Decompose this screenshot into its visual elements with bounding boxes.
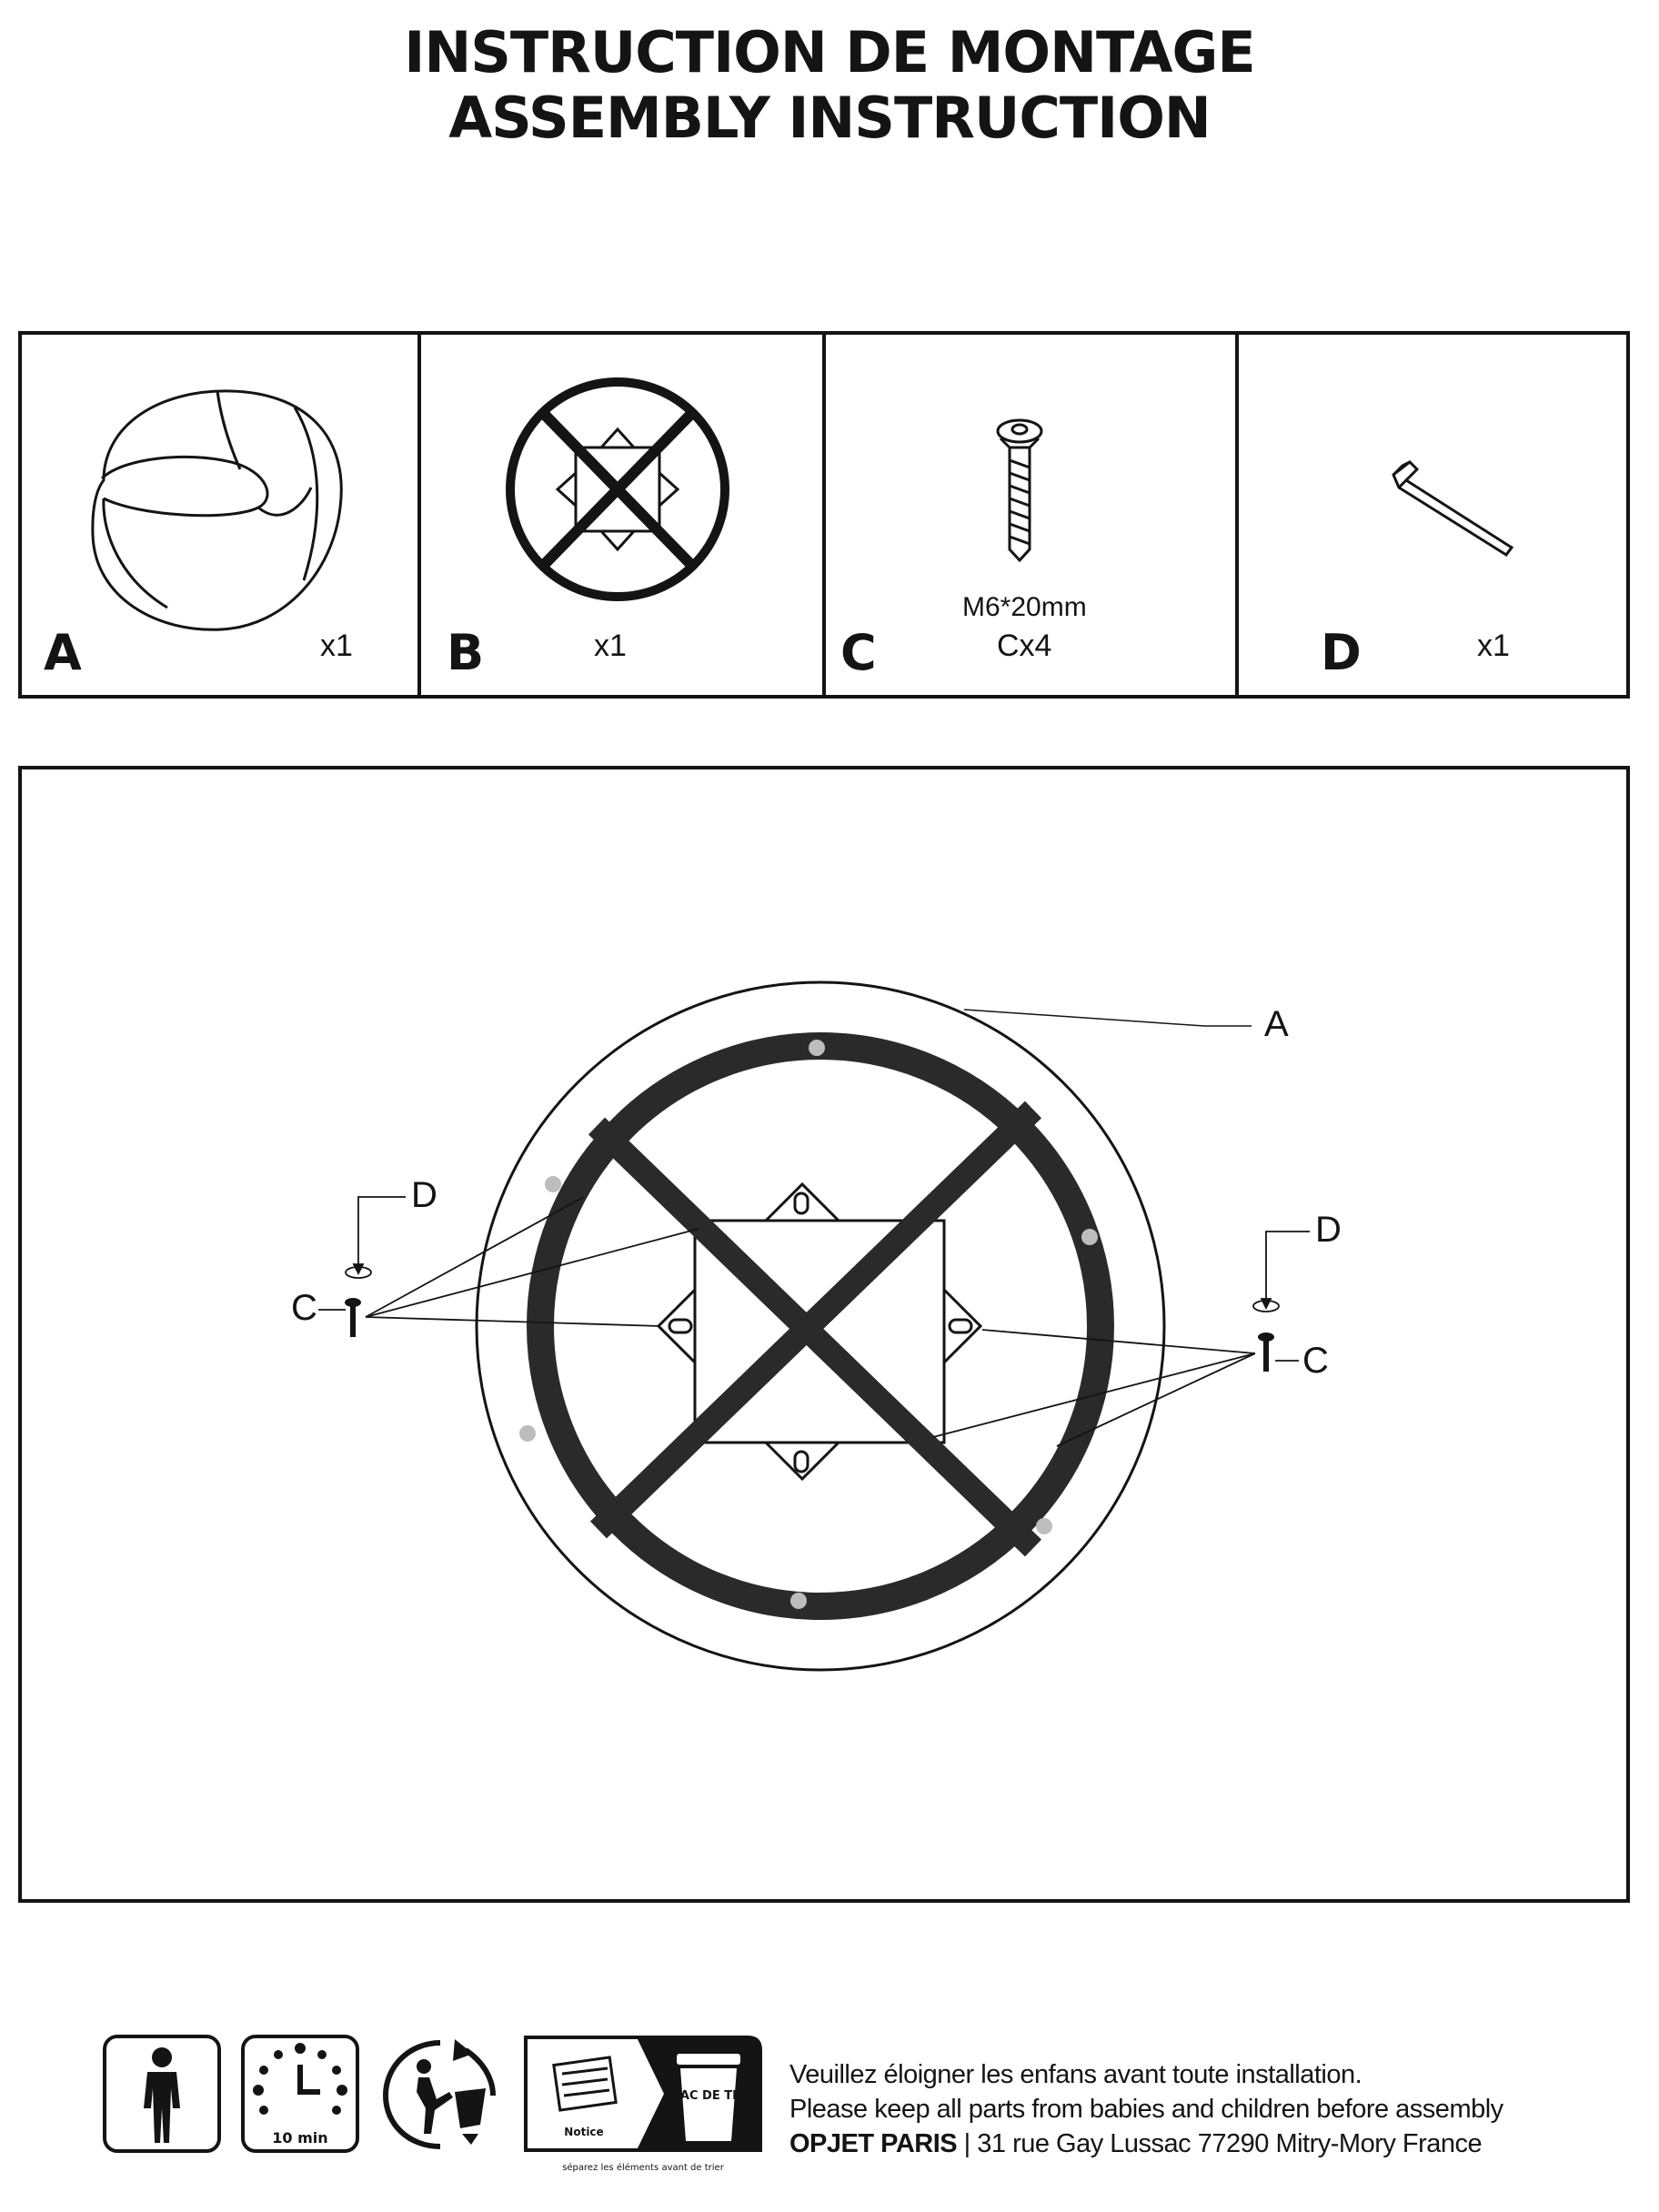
screw-spec: M6*20mm — [962, 592, 1087, 622]
part-c-cell: M6*20mm C Cx4 — [822, 335, 1235, 695]
one-person-icon — [103, 2035, 221, 2153]
callout-c-left: C — [291, 1288, 317, 1328]
document-title: INSTRUCTION DE MONTAGE ASSEMBLY INSTRUCT… — [0, 20, 1659, 151]
ring-rivets — [519, 1040, 1098, 1609]
time-10-min-icon: 10 min — [241, 2035, 359, 2153]
sort-label-bin: BAC DE TRI — [671, 2089, 746, 2103]
title-english: ASSEMBLY INSTRUCTION — [448, 85, 1212, 151]
part-quantity: x1 — [1477, 628, 1510, 663]
callout-d-right: D — [1315, 1210, 1342, 1250]
cross-brace — [589, 1101, 1042, 1539]
notice-french: Veuillez éloigner les enfans avant toute… — [789, 2060, 1362, 2089]
left-screw — [345, 1298, 361, 1337]
sort-label-left: Notice — [564, 2126, 603, 2138]
part-b-cell: B x1 — [417, 335, 822, 695]
recycling-sort-icon: Notice BAC DE TRI séparez les éléments a… — [524, 2036, 762, 2173]
part-quantity: Cx4 — [997, 628, 1052, 663]
right-screw — [1258, 1332, 1274, 1372]
callout-a: A — [1264, 1004, 1289, 1044]
leader-line-d-right — [1265, 1231, 1310, 1302]
part-d-cell: D x1 — [1235, 335, 1626, 695]
time-label: 10 min — [272, 2129, 327, 2147]
sort-caption: séparez les éléments avant de trier — [562, 2162, 725, 2173]
assembly-diagram: A D C D C — [18, 766, 1630, 1903]
recycle-icon — [382, 2039, 496, 2149]
armchair-icon — [91, 389, 343, 631]
title-french: INSTRUCTION DE MONTAGE — [404, 19, 1255, 85]
part-a-cell: A x1 — [22, 335, 417, 695]
part-letter: A — [44, 624, 82, 681]
part-letter: D — [1321, 624, 1362, 681]
callout-c-right: C — [1302, 1341, 1329, 1381]
seat-outline — [475, 980, 1166, 1672]
brand-name: OPJET PARIS — [789, 2129, 958, 2158]
leader-line-d-left — [357, 1196, 406, 1268]
leader-line-a — [963, 1009, 1252, 1027]
safety-notice: Veuillez éloigner les enfans avant toute… — [789, 2057, 1503, 2161]
allen-key-icon — [1392, 460, 1514, 558]
part-quantity: x1 — [320, 628, 353, 663]
parts-list: A x1 B x1 M6*20mm C C — [18, 331, 1630, 699]
part-letter: C — [840, 624, 877, 681]
callout-d-left: D — [411, 1175, 437, 1215]
address-text: | 31 rue Gay Lussac 77290 Mitry-Mory Fra… — [957, 2129, 1483, 2158]
base-attachment-drawing — [318, 980, 1310, 1672]
swivel-base-icon — [506, 377, 729, 601]
notice-english: Please keep all parts from babies and ch… — [789, 2095, 1503, 2124]
part-quantity: x1 — [594, 628, 627, 663]
screw-icon — [996, 418, 1043, 563]
company-address: OPJET PARIS | 31 rue Gay Lussac 77290 Mi… — [789, 2127, 1503, 2161]
part-letter: B — [447, 624, 485, 681]
